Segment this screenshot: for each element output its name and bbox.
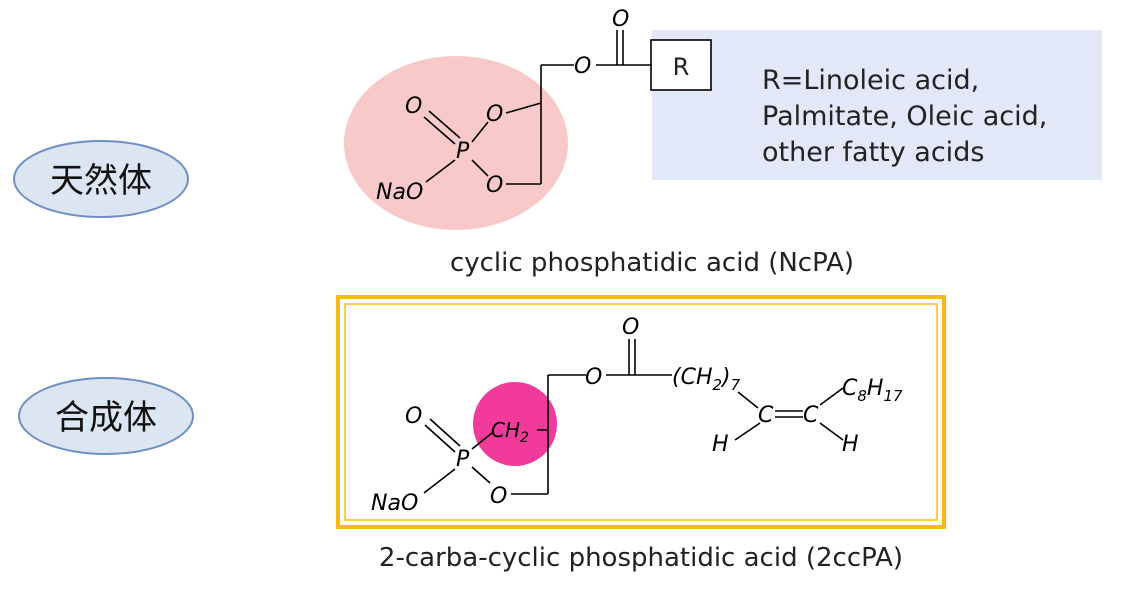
synthetic-frame-outer	[336, 295, 946, 529]
synthetic-bonds	[423, 339, 844, 495]
synthetic-badge-ellipse	[18, 377, 194, 455]
synthetic-chain: (CH2)7	[672, 365, 741, 394]
natural-phosphoryl-o: O	[405, 94, 422, 119]
r-group-note-line-1: R=Linoleic acid,	[762, 65, 979, 96]
synthetic-alkene-c-right: C	[803, 403, 819, 428]
synthetic-ch2: CH2	[491, 418, 529, 446]
natural-carbonyl-o: O	[612, 7, 629, 32]
synthetic-caption: 2-carba-cyclic phosphatidic acid (2ccPA)	[379, 543, 903, 573]
synthetic-badge-label: 合成体	[55, 398, 157, 438]
synthetic-h-right: H	[842, 432, 859, 457]
ch2-highlight-circle	[473, 382, 557, 466]
synthetic-carbonyl-o: O	[622, 315, 639, 340]
r-group-note-line-2: Palmitate, Oleic acid,	[762, 101, 1047, 132]
natural-bonds	[423, 30, 651, 185]
natural-ring-o-top: O	[486, 102, 503, 127]
natural-ring-o-bottom: O	[486, 173, 503, 198]
natural-nao: NaO	[376, 180, 423, 205]
synthetic-ring-o: O	[490, 484, 507, 509]
synthetic-phosphorus: P	[456, 447, 470, 472]
synthetic-nao: NaO	[371, 491, 418, 516]
synthetic-c8h17: C8H17	[842, 376, 903, 405]
synthetic-alkene-c-left: C	[758, 403, 774, 428]
r-group-note-line-3: other fatty acids	[762, 137, 984, 168]
r-group-box	[650, 39, 712, 91]
r-group-label: R	[673, 53, 690, 81]
synthetic-h-left: H	[712, 432, 729, 457]
natural-badge-label: 天然体	[50, 161, 152, 201]
synthetic-frame	[336, 295, 946, 529]
synthetic-phosphoryl-o: O	[405, 404, 422, 429]
r-group-note-box	[652, 30, 1102, 180]
natural-ester-o: O	[574, 54, 591, 79]
synthetic-frame-inner	[344, 303, 938, 521]
ring-highlight-circle	[344, 56, 568, 230]
r-group-note: R=Linoleic acid, Palmitate, Oleic acid, …	[652, 30, 1102, 180]
natural-phosphorus: P	[456, 139, 470, 164]
natural-section: 天然体 R=Linoleic acid, Palmitate, Oleic ac…	[13, 7, 1102, 278]
synthetic-section: 合成体	[18, 295, 946, 573]
natural-badge: 天然体	[13, 140, 189, 218]
natural-caption: cyclic phosphatidic acid (NcPA)	[450, 248, 854, 278]
natural-badge-ellipse	[13, 140, 189, 218]
synthetic-ester-o: O	[585, 365, 602, 390]
synthetic-badge: 合成体	[18, 377, 194, 455]
